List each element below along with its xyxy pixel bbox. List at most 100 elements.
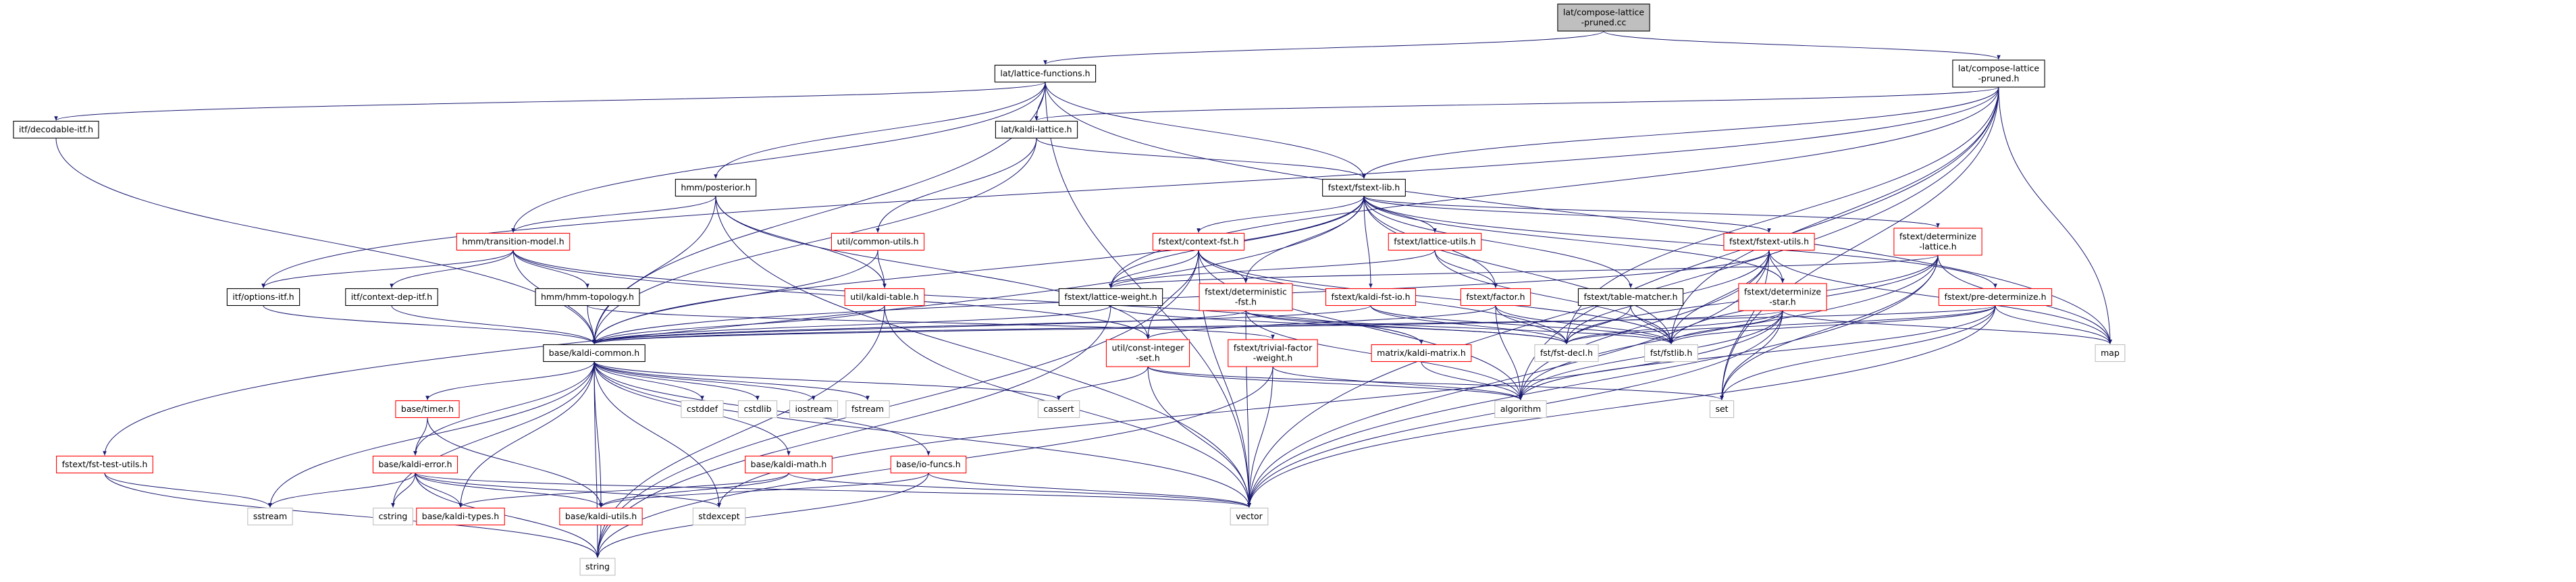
edge-posterior-h-to-vector	[715, 196, 1251, 508]
node-box-fstext-lib-h	[1322, 178, 1406, 197]
node-kaldi-math-h[interactable]: base/kaldi-math.h	[745, 455, 833, 474]
node-posterior-h[interactable]: hmm/posterior.h	[675, 178, 757, 197]
node-label-string: string	[585, 562, 610, 572]
edge-kaldi-common-h-to-stdexcept	[594, 361, 721, 508]
edge-timer-h-to-kaldi-error-h	[413, 417, 428, 456]
edge-common-utils-h-to-kaldi-common-h	[592, 250, 878, 344]
edge-posterior-h-to-kaldi-common-h	[592, 196, 716, 344]
edge-determinize-lattice-h-to-vector	[1247, 255, 1939, 508]
edge-fstext-utils-h-to-determinize-star-h	[1768, 250, 1785, 284]
node-kaldi-types-h[interactable]: base/kaldi-types.h	[416, 507, 505, 526]
edge-lattice-functions-h-to-posterior-h	[714, 82, 1046, 179]
edge-kaldi-math-h-to-kaldi-utils-h	[599, 473, 789, 508]
edge-lattice-weight-h-to-kaldi-common-h	[592, 305, 1111, 344]
node-fstext-lib-h[interactable]: fstext/fstext-lib.h	[1322, 178, 1406, 197]
node-fstext-utils-h[interactable]: fstext/fstext-utils.h	[1723, 232, 1815, 251]
node-box-hmm-topology-h	[535, 288, 640, 307]
edge-determinize-star-h-to-fst-decl-h	[1565, 310, 1783, 344]
node-lattice-weight-h[interactable]: fstext/lattice-weight.h	[1058, 288, 1163, 307]
node-kaldi-common-h[interactable]: base/kaldi-common.h	[543, 344, 646, 363]
edge-context-fst-h-to-fstlib-h	[1198, 250, 1673, 344]
node-box-decodable-itf-h	[13, 120, 99, 139]
node-compose-lattice-pruned-h[interactable]: lat/compose-lattice-pruned.h	[1952, 59, 2045, 88]
node-box-lattice-functions-h	[994, 64, 1097, 83]
node-label-fstext-utils-h: fstext/fstext-utils.h	[1729, 236, 1809, 246]
node-factor-h[interactable]: fstext/factor.h	[1460, 288, 1531, 307]
node-fstext-test-utils-h[interactable]: fstext/fst-test-utils.h	[56, 455, 153, 474]
node-lattice-functions-h[interactable]: lat/lattice-functions.h	[994, 64, 1097, 83]
node-label-deterministic-fst-h: fstext/deterministic	[1205, 287, 1287, 297]
edge-fstext-lib-h-to-fstext-test-utils-h	[103, 196, 1365, 456]
node-table-matcher-h[interactable]: fstext/table-matcher.h	[1577, 288, 1684, 307]
node-const-integer-set-h[interactable]: util/const-integer-set.h	[1105, 339, 1190, 367]
node-box-options-itf-h	[226, 288, 300, 307]
node-box-kaldi-error-h	[372, 455, 458, 474]
node-box-sstream	[247, 507, 293, 526]
node-label-lattice-utils-h: fstext/lattice-utils.h	[1394, 236, 1475, 246]
edge-determinize-star-h-to-kaldi-common-h	[592, 310, 1783, 344]
nodes-layer: lat/compose-lattice-pruned.cc lat/lattice…	[13, 3, 2126, 576]
node-label-sstream: sstream	[253, 511, 287, 521]
node-label-fstlib-h: fst/fstlib.h	[1650, 348, 1693, 358]
node-options-itf-h[interactable]: itf/options-itf.h	[226, 288, 300, 307]
edge-hmm-topology-h-to-kaldi-common-h	[587, 305, 596, 344]
node-pre-determinize-h[interactable]: fstext/pre-determinize.h	[1938, 288, 2053, 307]
node-hmm-topology-h[interactable]: hmm/hmm-topology.h	[535, 288, 640, 307]
edge-kaldi-common-h-to-cassert	[594, 361, 1061, 400]
node-decodable-itf-h[interactable]: itf/decodable-itf.h	[13, 120, 99, 139]
node-kaldi-table-h[interactable]: util/kaldi-table.h	[844, 288, 925, 307]
node-io-funcs-h[interactable]: base/io-funcs.h	[890, 455, 967, 474]
edge-kaldi-fst-io-h-to-kaldi-common-h	[592, 305, 1371, 344]
node-timer-h[interactable]: base/timer.h	[395, 400, 460, 419]
node-context-fst-h[interactable]: fstext/context-fst.h	[1152, 232, 1245, 251]
node-determinize-lattice-h[interactable]: fstext/determinize-lattice.h	[1893, 228, 1982, 256]
node-kaldi-error-h[interactable]: base/kaldi-error.h	[372, 455, 458, 474]
edge-lattice-weight-h-to-string	[596, 305, 1111, 558]
node-map: map	[2095, 344, 2126, 363]
node-label-cstddef: cstddef	[687, 404, 718, 414]
edge-fstext-lib-h-to-pre-determinize-h	[1363, 196, 1997, 288]
node-box-context-dep-itf-h	[345, 288, 438, 307]
edge-factor-h-to-const-integer-set-h	[1146, 305, 1496, 340]
node-label-kaldi-math-h: base/kaldi-math.h	[751, 459, 827, 469]
edge-lattice-functions-h-to-transition-model-h	[511, 82, 1046, 233]
edge-lattice-utils-h-to-factor-h	[1434, 250, 1498, 288]
edge-trivial-factor-weight-h-to-algorithm	[1272, 366, 1523, 400]
edge-kaldi-lattice-h-to-fstext-lib-h	[1036, 138, 1366, 179]
edge-io-funcs-h-to-string	[596, 473, 929, 558]
edge-kaldi-common-h-to-cstring	[391, 361, 595, 508]
node-compose-lattice-pruned-cc[interactable]: lat/compose-lattice-pruned.cc	[1557, 3, 1650, 32]
node-kaldi-utils-h[interactable]: base/kaldi-utils.h	[559, 507, 643, 526]
edge-common-utils-h-to-kaldi-table-h	[877, 250, 887, 288]
node-box-map	[2095, 344, 2126, 363]
edge-lattice-functions-h-to-kaldi-common-h	[592, 82, 1046, 344]
node-box-string	[579, 558, 616, 576]
node-kaldi-lattice-h[interactable]: lat/kaldi-lattice.h	[995, 120, 1078, 139]
edge-factor-h-to-fstlib-h	[1495, 305, 1673, 344]
edge-deterministic-fst-h-to-fstlib-h	[1245, 310, 1673, 344]
node-context-dep-itf-h[interactable]: itf/context-dep-itf.h	[345, 288, 438, 307]
node-kaldi-matrix-h[interactable]: matrix/kaldi-matrix.h	[1371, 344, 1472, 363]
node-label-compose-lattice-pruned-h: -pruned.h	[1978, 74, 2020, 84]
node-trivial-factor-weight-h[interactable]: fstext/trivial-factor-weight.h	[1228, 339, 1318, 367]
edge-fstext-lib-h-to-lattice-utils-h	[1363, 196, 1437, 233]
node-label-posterior-h: hmm/posterior.h	[681, 182, 750, 192]
node-kaldi-fst-io-h[interactable]: fstext/kaldi-fst-io.h	[1325, 288, 1417, 307]
node-label-map: map	[2101, 348, 2120, 358]
node-lattice-utils-h[interactable]: fstext/lattice-utils.h	[1388, 232, 1482, 251]
node-label-lattice-weight-h: fstext/lattice-weight.h	[1064, 292, 1157, 302]
node-deterministic-fst-h[interactable]: fstext/deterministic-fst.h	[1199, 283, 1293, 311]
node-box-compose-lattice-pruned-h	[1952, 59, 2045, 88]
node-transition-model-h[interactable]: hmm/transition-model.h	[456, 232, 571, 251]
node-box-fstream	[845, 400, 890, 419]
edge-fstext-lib-h-to-fstlib-h	[1363, 196, 1673, 344]
node-box-kaldi-math-h	[745, 455, 833, 474]
edge-fstext-test-utils-h-to-string	[104, 473, 600, 558]
node-label-fst-decl-h: fst/fst-decl.h	[1540, 348, 1593, 358]
edge-kaldi-error-h-to-kaldi-utils-h	[415, 473, 603, 508]
node-stdexcept: stdexcept	[692, 507, 746, 526]
edge-kaldi-error-h-to-string	[415, 473, 600, 558]
edge-pre-determinize-h-to-set	[1720, 305, 1996, 400]
node-common-utils-h[interactable]: util/common-utils.h	[831, 232, 925, 251]
node-determinize-star-h[interactable]: fstext/determinize-star.h	[1738, 283, 1827, 311]
